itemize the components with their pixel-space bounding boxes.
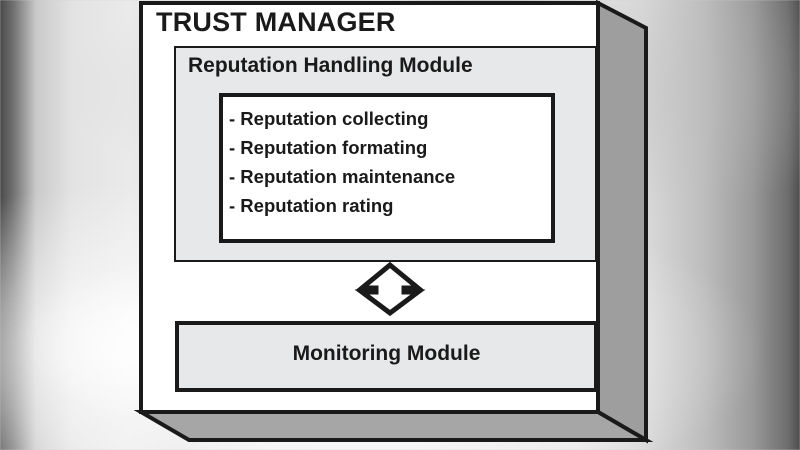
reputation-handling-module-label: Reputation Handling Module — [188, 54, 473, 77]
list-item: - Reputation formating — [229, 137, 428, 158]
list-item: - Reputation rating — [229, 195, 394, 216]
list-item: - Reputation maintenance — [229, 166, 456, 187]
bidirectional-arrow-icon — [354, 261, 426, 317]
reputation-items-box — [219, 93, 555, 243]
box-right-face — [596, 0, 648, 444]
box-bottom-face — [133, 410, 654, 442]
list-item: - Reputation collecting — [229, 108, 429, 129]
reputation-item-list: - Reputation collecting - Reputation for… — [229, 104, 455, 220]
monitoring-module-box[interactable] — [175, 321, 598, 392]
monitoring-module-label: Monitoring Module — [292, 342, 481, 365]
page-title: TRUST MANAGER — [156, 7, 396, 37]
